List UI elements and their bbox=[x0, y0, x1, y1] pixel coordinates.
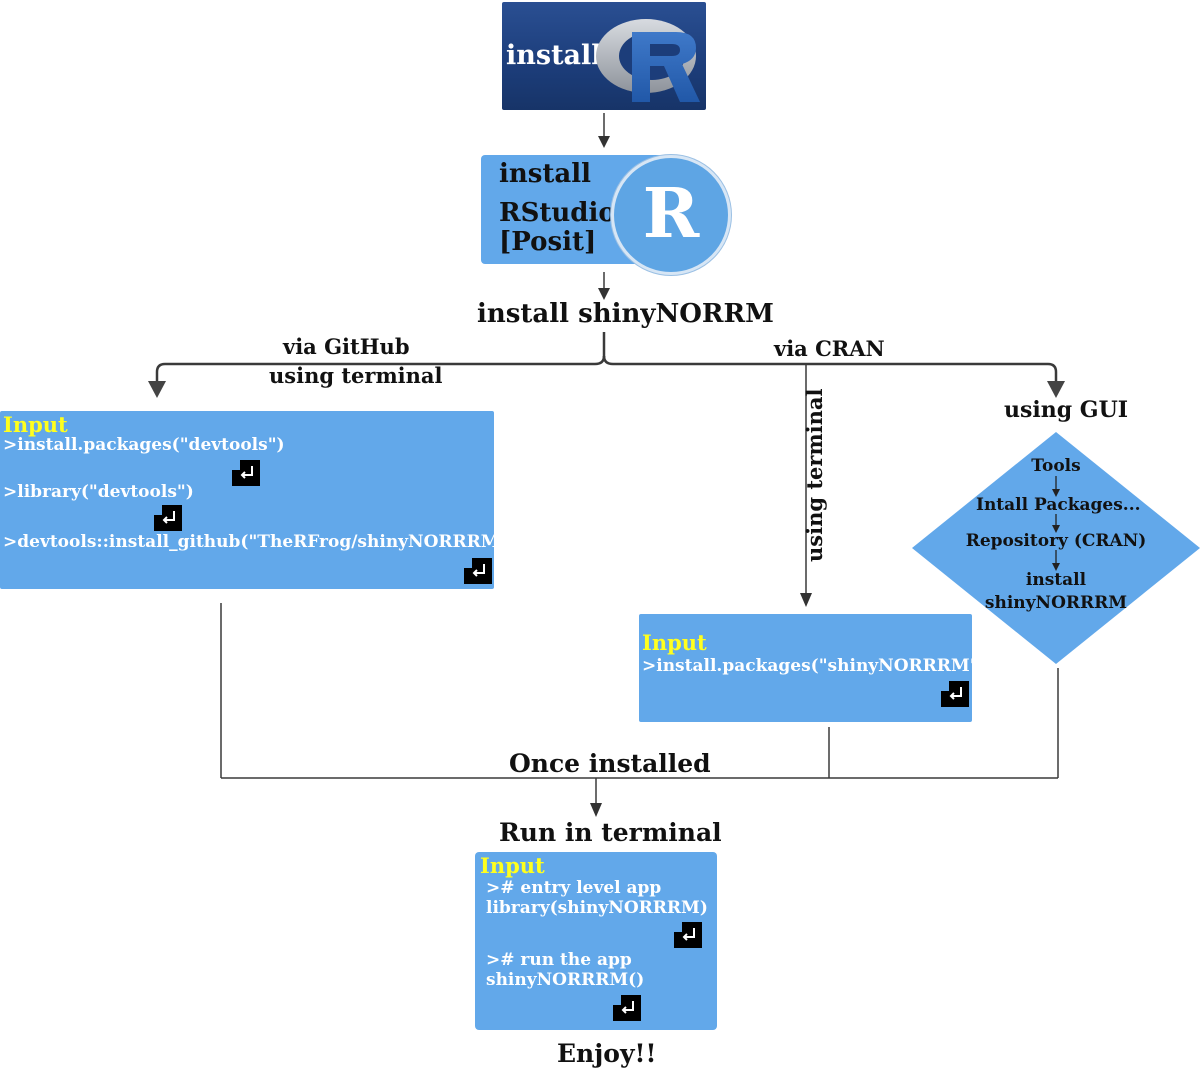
enter-key-icon bbox=[674, 922, 702, 948]
install-r-label: install bbox=[506, 40, 602, 71]
gui-step-tools: Tools bbox=[1031, 456, 1081, 476]
rstudio-logo-icon: R bbox=[611, 155, 731, 275]
gui-step-install-packages: Intall Packages... bbox=[976, 495, 1141, 515]
github-input-title: Input bbox=[3, 412, 68, 437]
install-r-node: install bbox=[502, 2, 706, 110]
github-line2: >library("devtools") bbox=[3, 482, 194, 502]
cran-line1: >install.packages("shinyNORRRM") bbox=[642, 656, 987, 676]
enter-key-icon bbox=[232, 460, 260, 486]
run-input-title: Input bbox=[480, 853, 545, 878]
via-cran-label: via CRAN bbox=[774, 336, 885, 361]
gui-step-package-name: shinyNORRRM bbox=[984, 593, 1128, 613]
enjoy-label: Enjoy!! bbox=[557, 1039, 657, 1068]
run-line2: library(shinyNORRRM) bbox=[486, 898, 708, 918]
gui-step-repository: Repository (CRAN) bbox=[965, 531, 1147, 551]
enter-key-icon bbox=[154, 505, 182, 531]
run-line3: ># run the app bbox=[486, 950, 632, 970]
branch-left bbox=[155, 355, 606, 385]
rstudio-line2: RStudio bbox=[499, 198, 616, 228]
cran-input-box: Input >install.packages("shinyNORRRM") bbox=[639, 614, 987, 722]
install-shiny-label: install shinyNORRM bbox=[477, 299, 774, 329]
using-terminal-right-label: using terminal bbox=[802, 388, 827, 562]
once-installed-label: Once installed bbox=[509, 749, 711, 778]
github-line1: >install.packages("devtools") bbox=[3, 435, 285, 455]
rstudio-logo-letter: R bbox=[642, 174, 700, 254]
enter-key-icon bbox=[464, 558, 492, 584]
run-in-terminal-label: Run in terminal bbox=[499, 818, 722, 847]
branch-right bbox=[602, 355, 1058, 385]
run-input-box: Input ># entry level app library(shinyNO… bbox=[475, 852, 717, 1030]
run-line1: ># entry level app bbox=[486, 878, 662, 898]
enter-key-icon bbox=[613, 995, 641, 1021]
rstudio-line3: [Posit] bbox=[499, 227, 597, 257]
using-terminal-left-label: using terminal bbox=[269, 363, 443, 388]
github-line3: >devtools::install_github("TheRFrog/shin… bbox=[3, 532, 517, 552]
rstudio-line1: install bbox=[499, 159, 592, 189]
run-line4: shinyNORRRM() bbox=[486, 970, 645, 990]
via-github-label: via GitHub bbox=[283, 334, 410, 359]
enter-key-icon bbox=[941, 681, 969, 707]
github-input-box: Input >install.packages("devtools") >lib… bbox=[0, 411, 517, 589]
cran-input-title: Input bbox=[642, 630, 707, 655]
gui-diamond bbox=[912, 432, 1200, 664]
using-gui-label: using GUI bbox=[1004, 397, 1129, 423]
r-logo-icon bbox=[596, 19, 700, 102]
gui-step-install: install bbox=[1025, 570, 1087, 590]
